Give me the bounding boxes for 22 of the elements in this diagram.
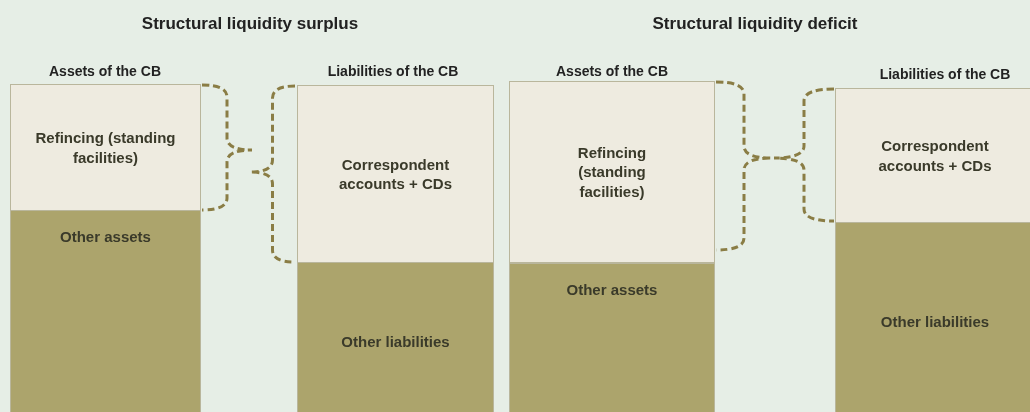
column-heading: Liabilities of the CB [327, 63, 459, 79]
column-heading: Liabilities of the CB [879, 66, 1011, 82]
block-label: Refincing (standing facilities) [35, 128, 176, 167]
balance-block [509, 81, 715, 263]
balance-block [835, 222, 1030, 412]
block-label: Other assets [60, 227, 151, 247]
column-heading: Assets of the CB [49, 63, 161, 79]
panel-heading: Structural liquidity deficit [652, 14, 858, 34]
balance-block [10, 210, 201, 412]
balance-block [10, 84, 201, 211]
block-label: Correspondent accounts + CDs [877, 136, 993, 175]
block-label: Other liabilities [341, 332, 450, 352]
block-label: Other liabilities [880, 312, 990, 332]
balance-block [297, 262, 494, 412]
balance-block [835, 88, 1030, 223]
panel-heading: Structural liquidity surplus [141, 14, 359, 34]
block-label: Other assets [566, 280, 658, 300]
block-label: Refincing (standing facilities) [576, 142, 648, 202]
block-label: Correspondent accounts + CDs [338, 154, 453, 194]
column-heading: Assets of the CB [556, 63, 668, 79]
balance-block [509, 263, 715, 412]
balance-block [297, 85, 494, 263]
